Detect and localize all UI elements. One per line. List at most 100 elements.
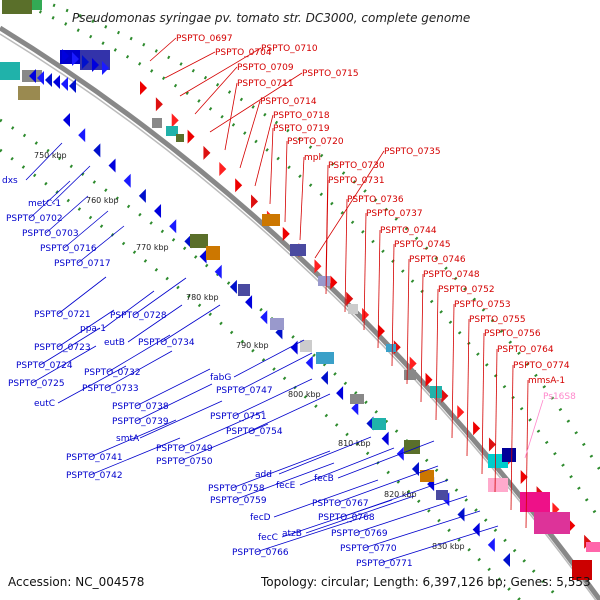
reverse-gene-arrow	[53, 75, 60, 89]
reverse-gene-arrow	[82, 55, 89, 69]
reverse-gene-label: PSPTO_0724	[16, 361, 73, 371]
forward-gene-label: PSPTO_0737	[366, 209, 423, 219]
reverse-gene-arrow	[184, 234, 192, 249]
reverse-gene-label: PSPTO_0769	[331, 529, 388, 539]
reverse-label-connector	[239, 352, 313, 391]
reverse-label-connector	[249, 393, 331, 432]
feature-block	[32, 0, 42, 10]
reverse-label-connector	[127, 304, 183, 343]
kbp-tick-label: 790 kbp	[236, 341, 269, 350]
reverse-gene-arrow	[93, 143, 101, 158]
feature-block	[270, 318, 284, 330]
reverse-gene-arrow	[199, 249, 207, 264]
reverse-gene-label: fecE	[276, 481, 296, 491]
feature-block	[2, 0, 32, 14]
reverse-label-connector	[299, 447, 395, 486]
forward-label-connector	[194, 66, 238, 115]
forward-gene-label: PSPTO_0764	[497, 345, 554, 355]
forward-label-connector	[254, 114, 274, 187]
reverse-gene-label: eutC	[34, 399, 55, 409]
feature-block	[386, 344, 396, 352]
forward-label-connector	[510, 364, 514, 511]
forward-label-connector	[269, 127, 274, 205]
forward-label-connector	[406, 258, 410, 385]
feature-block	[262, 214, 280, 226]
reverse-gene-arrow	[169, 219, 177, 234]
forward-gene-arrow	[314, 259, 322, 274]
forward-gene-arrow	[425, 372, 433, 387]
feature-block	[318, 276, 330, 286]
forward-label-connector	[377, 229, 381, 349]
reverse-gene-arrow	[123, 173, 131, 188]
reverse-gene-label: eutB	[104, 338, 125, 348]
reverse-gene-arrow	[245, 295, 253, 310]
forward-gene-arrow	[171, 113, 179, 128]
reverse-label-connector	[57, 309, 115, 348]
reverse-label-connector	[51, 165, 91, 204]
forward-gene-label: PSPTO_0752	[438, 285, 495, 295]
rna-block	[502, 448, 516, 462]
forward-gene-label: PSPTO_0736	[347, 195, 404, 205]
reverse-gene-arrow	[69, 79, 76, 93]
reverse-gene-arrow	[92, 58, 99, 72]
reverse-label-connector	[77, 225, 125, 264]
feature-block	[190, 234, 208, 248]
kbp-tick-label: 780 kbp	[186, 293, 219, 302]
forward-gene-arrow	[568, 518, 576, 533]
reverse-gene-label: PSPTO_0723	[34, 343, 91, 353]
reverse-label-connector	[29, 180, 71, 219]
feature-block	[350, 394, 364, 404]
reverse-gene-arrow	[45, 73, 52, 87]
feature-block	[0, 62, 20, 80]
kbp-tick-label: 800 kbp	[288, 390, 321, 399]
feature-block	[436, 490, 448, 500]
reverse-gene-arrow	[260, 310, 268, 325]
reverse-gene-label: PSPTO_0770	[340, 544, 397, 554]
reverse-label-connector	[337, 440, 435, 479]
forward-gene-label: PSPTO_0715	[302, 69, 359, 79]
reverse-gene-label: PSPTO_0771	[356, 559, 413, 569]
forward-label-connector	[451, 303, 455, 439]
reverse-gene-arrow	[78, 128, 86, 143]
kbp-tick-label: 760 kbp	[86, 196, 119, 205]
forward-label-connector	[435, 288, 439, 421]
reverse-gene-label: PSPTO_0766	[232, 548, 289, 558]
forward-gene-label: PSPTO_0731	[328, 176, 385, 186]
reverse-gene-label: PSPTO_0738	[112, 402, 169, 412]
feature-block	[176, 134, 184, 142]
forward-gene-arrow	[140, 81, 147, 95]
forward-gene-arrow	[219, 162, 227, 177]
reverse-gene-label: PSPTO_0758	[208, 484, 265, 494]
kbp-tick-label: 830 kbp	[432, 542, 465, 551]
forward-gene-label: PSPTO_0745	[394, 240, 451, 250]
forward-label-connector	[344, 198, 348, 313]
forward-label-connector	[149, 37, 177, 62]
accession-text: Accession: NC_004578	[8, 575, 144, 589]
forward-label-connector	[299, 156, 305, 241]
gene-label-layer: PSPTO_0697PSPTO_0704PSPTO_0710PSPTO_0709…	[2, 34, 576, 569]
feature-block	[238, 284, 250, 296]
forward-gene-arrow	[457, 405, 465, 420]
forward-gene-label: PSPTO_0720	[287, 137, 344, 147]
reverse-gene-label: PSPTO_0728	[110, 311, 167, 321]
reverse-gene-arrow	[138, 188, 146, 203]
reverse-gene-label: PSPTO_0747	[216, 386, 273, 396]
feature-block	[316, 352, 334, 364]
forward-gene-arrow	[330, 275, 338, 290]
forward-gene-label: PSPTO_0746	[409, 255, 466, 265]
reverse-label-connector	[231, 450, 331, 489]
reverse-label-connector	[179, 423, 269, 462]
reverse-label-connector	[89, 419, 177, 458]
forward-label-connector	[420, 273, 424, 403]
reverse-label-connector	[45, 195, 89, 234]
forward-label-connector	[481, 332, 485, 475]
reverse-gene-arrow	[457, 507, 465, 522]
rna-label-connector	[524, 399, 544, 459]
forward-gene-label: PSPTO_0730	[328, 161, 385, 171]
forward-label-connector	[525, 379, 529, 529]
forward-gene-arrow	[235, 178, 243, 193]
reverse-label-connector	[107, 334, 171, 373]
reverse-label-connector	[57, 365, 127, 404]
rna-gene-label: Ps16S8	[543, 392, 576, 402]
